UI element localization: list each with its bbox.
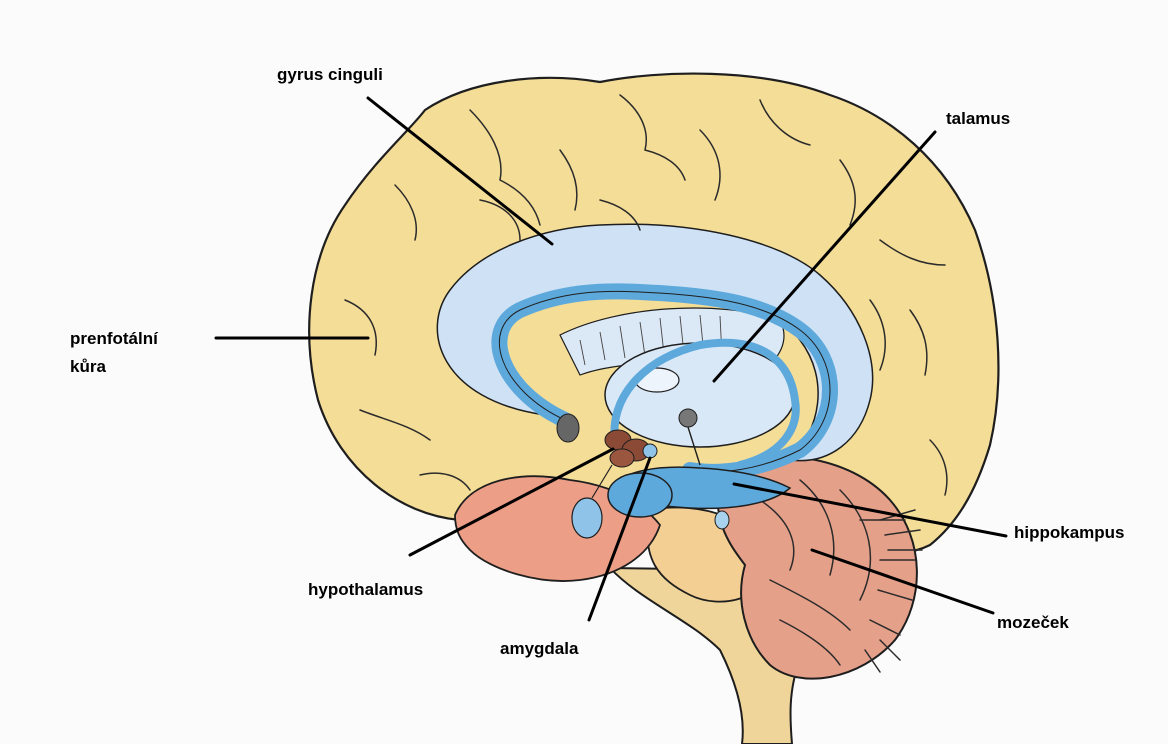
label-prefrontal-line1: prenfotální	[70, 329, 159, 348]
hippocampus-bulb	[608, 473, 672, 517]
label-hypothalamus: hypothalamus	[308, 580, 423, 599]
label-mozecek: mozeček	[997, 613, 1069, 632]
label-talamus: talamus	[946, 109, 1010, 128]
label-prefrontal-line2: kůra	[70, 357, 106, 376]
pituitary	[715, 511, 729, 529]
mammillary-stalk-head	[679, 409, 697, 427]
label-hippokampus: hippokampus	[1014, 523, 1125, 542]
thalamus	[605, 343, 795, 447]
label-amygdala: amygdala	[500, 639, 579, 658]
anterior-commissure	[557, 414, 579, 442]
label-gyrus-cinguli: gyrus cinguli	[277, 65, 383, 84]
amygdala-structure	[572, 498, 602, 538]
